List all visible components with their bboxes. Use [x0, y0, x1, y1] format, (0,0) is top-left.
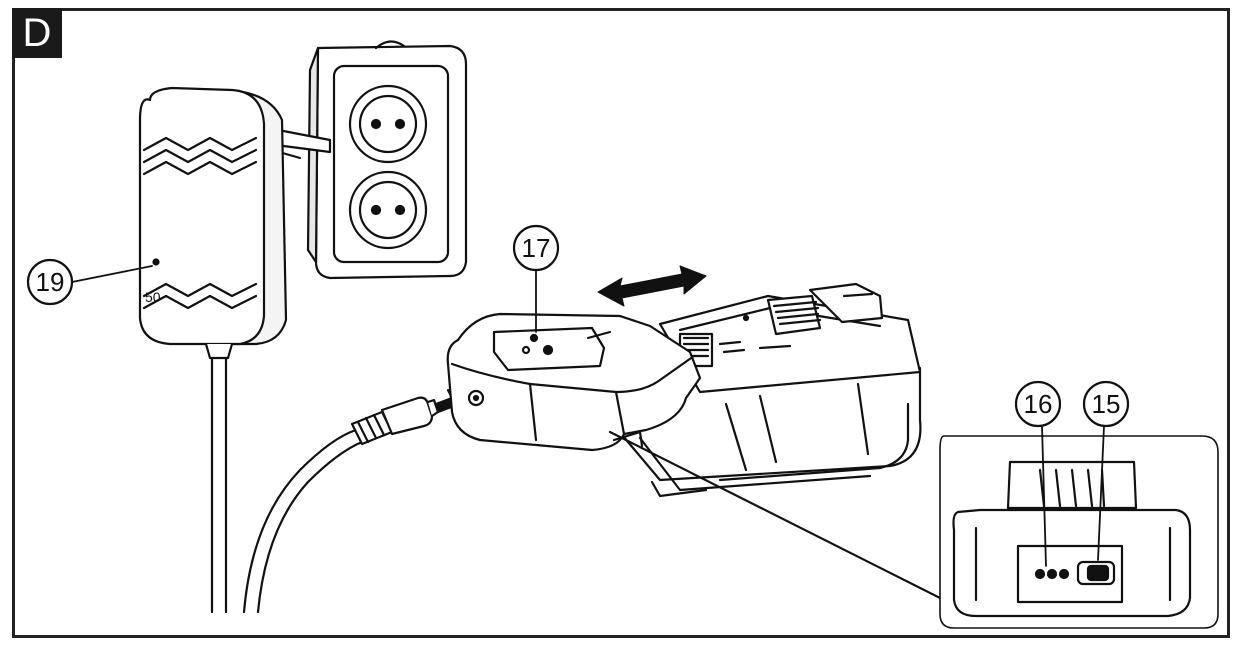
- callout-17: 17: [512, 224, 560, 333]
- callout-label-16: 16: [1024, 389, 1053, 419]
- power-adapter: 50: [138, 86, 332, 614]
- charger-module: [446, 312, 702, 452]
- slide-arrow: [597, 265, 707, 307]
- detail-inset: [939, 435, 1219, 629]
- svg-text:50: 50: [145, 289, 161, 305]
- callout-15: 15: [1082, 380, 1130, 561]
- callout-16: 16: [1014, 380, 1062, 567]
- callout-label-15: 15: [1092, 389, 1121, 419]
- callout-19: 19: [26, 258, 153, 306]
- callout-label-17: 17: [522, 233, 551, 263]
- dc-cable: [242, 388, 470, 614]
- wall-socket: [306, 40, 468, 280]
- inset-leader-line: [608, 430, 950, 604]
- figure-frame: [12, 8, 1230, 638]
- panel-letter: D: [12, 8, 62, 58]
- callout-label-19: 19: [36, 267, 65, 297]
